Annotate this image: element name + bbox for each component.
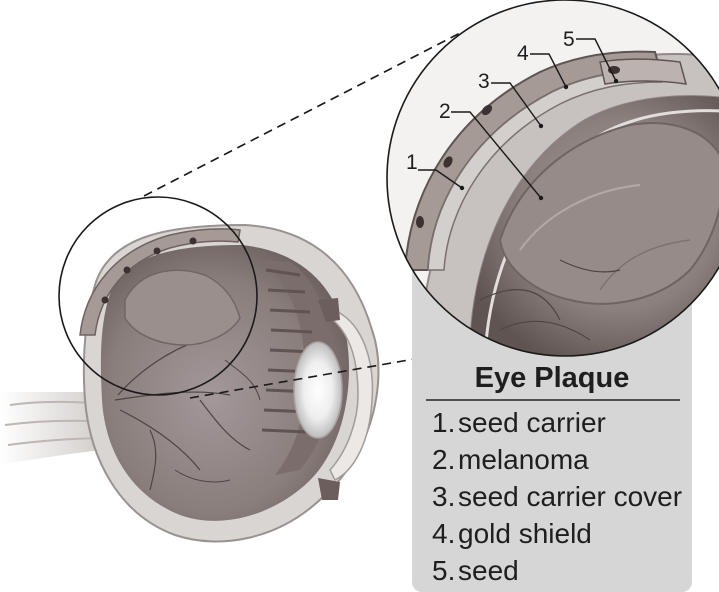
legend-divider (426, 399, 680, 401)
callout-1: 1 (406, 152, 418, 173)
eyeball (80, 225, 378, 542)
legend-item-gold-shield: 4.gold shield (432, 515, 682, 552)
callout-4: 4 (517, 43, 529, 64)
legend-title: Eye Plaque (412, 362, 692, 395)
legend-number: 3. (432, 478, 458, 515)
callout-3: 3 (478, 71, 490, 92)
legend-number: 2. (432, 441, 458, 478)
callout-5: 5 (563, 29, 575, 50)
legend-number: 4. (432, 515, 458, 552)
legend-number: 1. (432, 404, 458, 441)
legend-label: gold shield (458, 518, 592, 549)
legend-number: 5. (432, 552, 458, 589)
legend-item-seed: 5.seed (432, 552, 682, 589)
legend-item-seed-carrier-cover: 3.seed carrier cover (432, 478, 682, 515)
legend-label: seed (458, 555, 519, 586)
legend-item-melanoma: 2.melanoma (432, 441, 682, 478)
legend-label: seed carrier cover (458, 481, 682, 512)
legend-label: melanoma (458, 444, 589, 475)
legend-list: 1.seed carrier 2.melanoma 3.seed carrier… (432, 404, 682, 589)
legend-item-seed-carrier: 1.seed carrier (432, 404, 682, 441)
callout-2: 2 (439, 101, 451, 122)
legend-label: seed carrier (458, 407, 606, 438)
